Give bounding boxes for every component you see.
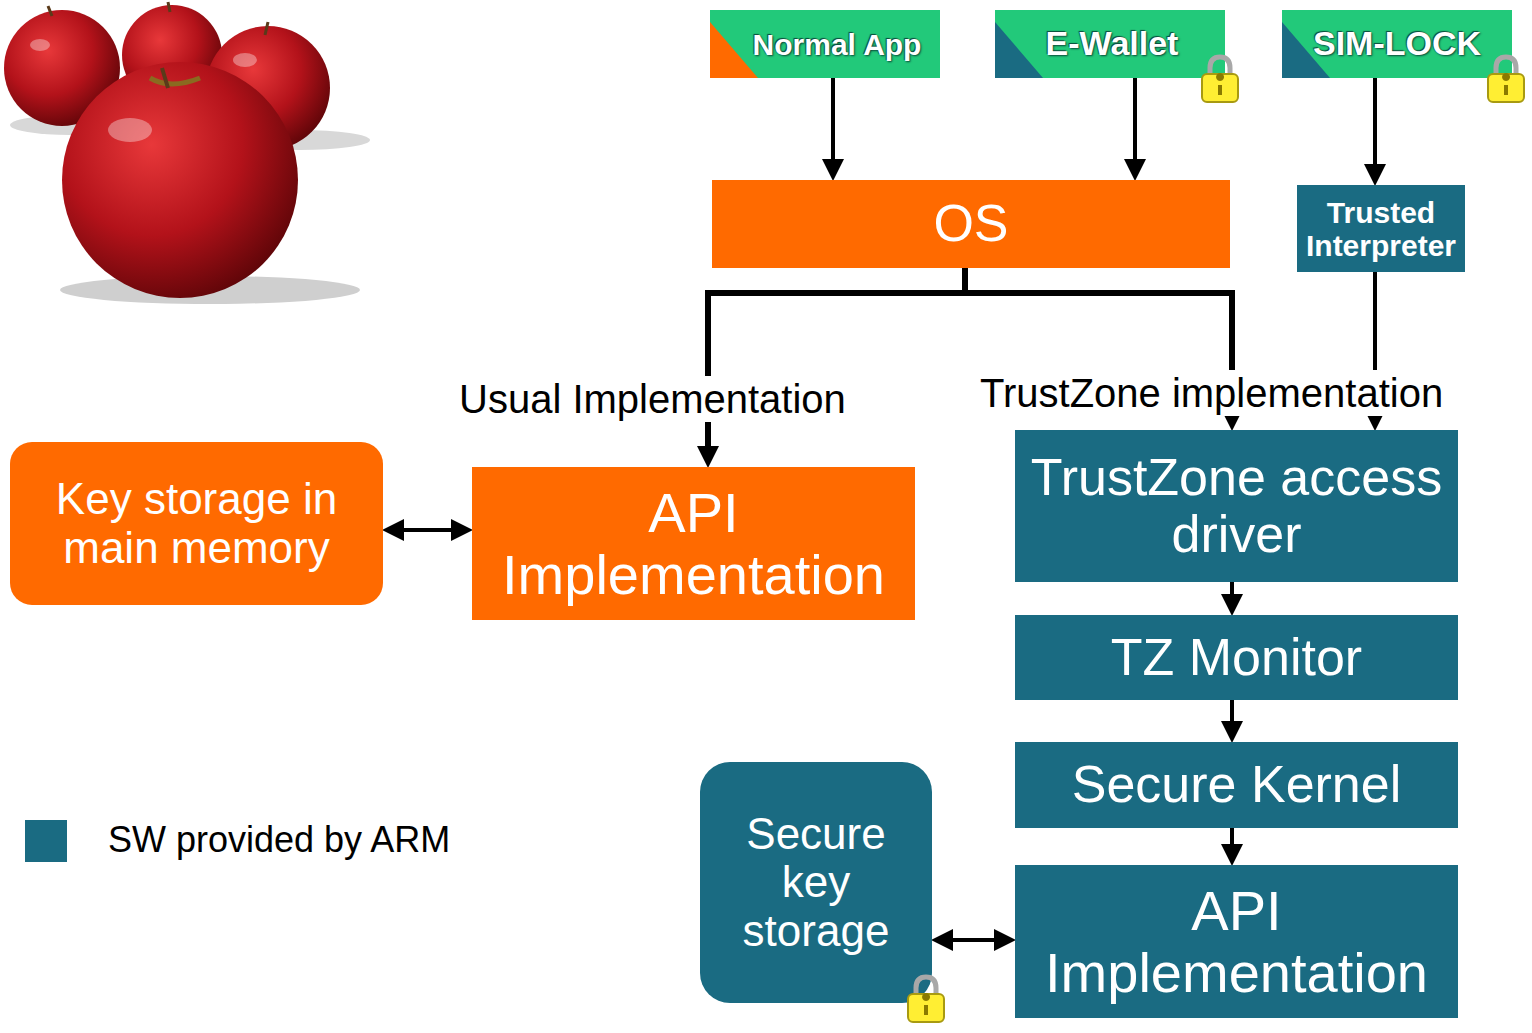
api-box: API Implementation [472, 467, 915, 620]
tab-corner [995, 22, 1043, 78]
node-text: Secure key storage [714, 810, 918, 955]
node-text: SIM-LOCK [1313, 25, 1481, 62]
node-text: TrustZone access driver [1029, 449, 1444, 563]
node-text: Key storage in main memory [24, 475, 369, 572]
section-label: Usual Implementation [455, 376, 850, 422]
node-text: Secure Kernel [1072, 756, 1402, 813]
node-text: API Implementation [1029, 880, 1444, 1003]
section-label: TrustZone implementation [976, 370, 1447, 416]
node-text: Trusted Interpreter [1301, 196, 1461, 262]
tab-corner [710, 22, 758, 78]
node-text: TZ Monitor [1111, 629, 1362, 686]
app-tab: Normal App [710, 10, 940, 78]
connector [1230, 582, 1234, 605]
kernel-box: Secure Kernel [1015, 742, 1458, 828]
api-box: API Implementation [1015, 865, 1458, 1018]
node-text: E-Wallet [1046, 25, 1179, 62]
connector [393, 528, 462, 532]
node-text: OS [933, 195, 1008, 252]
lock-icon [908, 977, 944, 1022]
apples-illustration [0, 0, 400, 305]
app-tab: E-Wallet [995, 10, 1225, 78]
lock-icon [1488, 57, 1524, 102]
connector [1133, 78, 1137, 170]
node-text: API Implementation [486, 482, 901, 605]
driver-box: TrustZone access driver [1015, 430, 1458, 582]
monitor-box: TZ Monitor [1015, 615, 1458, 700]
connector [1230, 700, 1234, 732]
secure-storage-box: Secure key storage [700, 762, 932, 1003]
connector [1230, 828, 1234, 855]
connector [942, 938, 1005, 942]
memory-box: Key storage in main memory [10, 442, 383, 605]
lock-icon [1202, 57, 1238, 102]
node-text: Normal App [753, 28, 922, 61]
legend-swatch [25, 820, 67, 862]
os-box: OS [712, 180, 1230, 268]
legend-text: SW provided by ARM [104, 819, 454, 860]
app-tab: SIM-LOCK [1282, 10, 1512, 78]
connector [708, 268, 965, 457]
interpreter-box: Trusted Interpreter [1297, 185, 1465, 272]
connector [831, 78, 835, 170]
connector [1373, 78, 1377, 175]
